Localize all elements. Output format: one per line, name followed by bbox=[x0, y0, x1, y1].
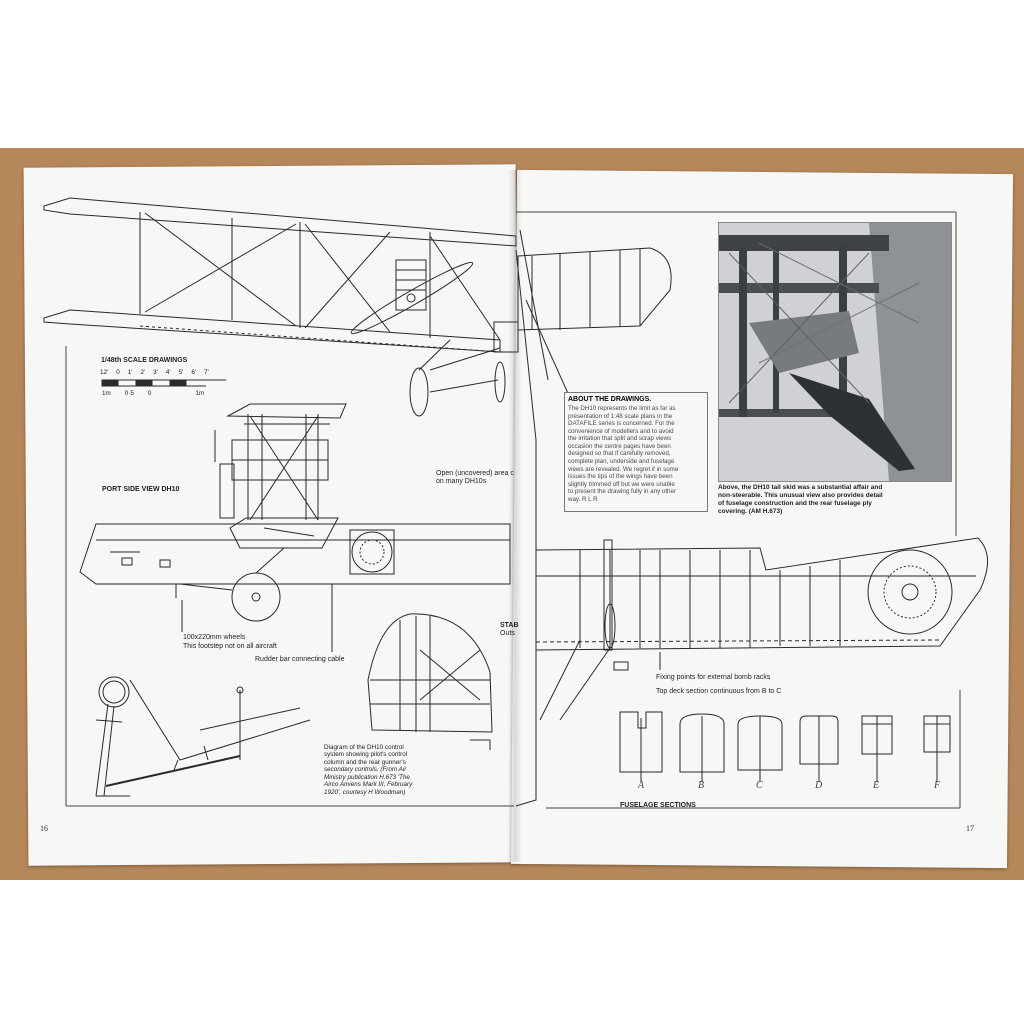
about-body: The DH10 represents the limit as far as … bbox=[568, 405, 704, 503]
caption-line: 1920', courtesy H Woodman) bbox=[324, 788, 406, 796]
caption-line: non-steerable. This unusual view also pr… bbox=[718, 491, 883, 499]
about-line: views are revealed. We regret if in some bbox=[568, 465, 679, 473]
fin-drawing bbox=[515, 229, 672, 807]
scale-label: 0 bbox=[116, 369, 120, 376]
about-drawings-box: ABOUT THE DRAWINGS. The DH10 represents … bbox=[564, 392, 708, 512]
wheels-note: 100x220mm wheels bbox=[183, 634, 246, 641]
scale-label: 3' bbox=[153, 369, 158, 376]
caption-line: column and the rear gunner's bbox=[324, 758, 406, 766]
control-diagram-caption: Diagram of the DH10 control system showi… bbox=[324, 744, 444, 796]
tailplane-plan-drawing bbox=[367, 613, 493, 750]
fuselage-sections-drawing bbox=[619, 711, 951, 782]
scale-label: 1' bbox=[127, 369, 133, 376]
rear-fuselage-side-view bbox=[535, 537, 988, 721]
scale-label: 0·5 bbox=[124, 390, 134, 397]
stab-label: STAB Outs bbox=[500, 622, 519, 639]
caption-line: secondary controls. (From Air bbox=[324, 766, 407, 774]
section-letter: D bbox=[815, 780, 823, 791]
caption-line: Ministry publication H.673 'The bbox=[324, 773, 410, 781]
scale-label: 4' bbox=[165, 369, 171, 376]
about-line: DATAFILE series is concerned. For the bbox=[568, 420, 675, 428]
caption-line: Above, the DH10 tail skid was a substant… bbox=[718, 484, 883, 491]
about-line: slightly trimmed off but we were unable bbox=[568, 480, 675, 488]
about-line: convenience of modellers and to avoid bbox=[568, 427, 674, 435]
scale-label: 7' bbox=[204, 369, 209, 376]
open-area-note: Open (uncovered) area c on many DH10s bbox=[436, 470, 514, 487]
scale-drawings-title: 1/48th SCALE DRAWINGS bbox=[101, 357, 188, 364]
port-side-view-title: PORT SIDE VIEW DH10 bbox=[102, 486, 180, 493]
scale-label: 12' bbox=[100, 369, 109, 376]
scale-feet-labels: 12' 0 1' 2' 3' 4' 5' 6' 7' bbox=[100, 369, 209, 376]
scale-bar bbox=[101, 379, 226, 387]
about-line: complete plan, underside and fuselage bbox=[568, 457, 675, 465]
section-letter: C bbox=[756, 780, 763, 791]
top-deck-note: Top deck section continuous from B to C bbox=[656, 688, 782, 695]
section-letter: A bbox=[638, 780, 645, 791]
page-number-right: 17 bbox=[966, 824, 974, 833]
about-line: to present the drawing fully in any othe… bbox=[568, 488, 677, 496]
scale-metre-labels: 1m 0·5 0 1m bbox=[102, 390, 204, 397]
caption-line: covering. (AM H.673) bbox=[718, 507, 783, 515]
about-line: presentation of 1:48 scale plans in the bbox=[568, 412, 673, 420]
section-letter: F bbox=[934, 780, 941, 791]
about-line: issues the tips of the wings have been bbox=[568, 473, 673, 481]
about-line: way. R L R bbox=[568, 495, 598, 503]
bomb-racks-note: Fixing points for external bomb racks bbox=[656, 674, 771, 681]
photo-image bbox=[719, 223, 951, 481]
note-line: on many DH10s bbox=[436, 478, 487, 486]
footstep-note: This footstep not on all aircraft bbox=[183, 643, 277, 650]
tail-skid-photo bbox=[718, 222, 952, 482]
about-line: the irritation that split and scrap view… bbox=[568, 435, 672, 443]
caption-line: of fuselage construction and the rear fu… bbox=[718, 499, 872, 507]
about-line: occasion the centre pages have been bbox=[568, 442, 671, 450]
scale-label: 1m bbox=[195, 390, 205, 397]
section-letter: E bbox=[873, 780, 880, 791]
stab-line: Outs bbox=[500, 630, 515, 638]
caption-line: Airco Amiens Mark III, February bbox=[324, 781, 413, 789]
caption-line: system showing pilot's control bbox=[324, 751, 408, 759]
rudder-bar-note: Rudder bar connecting cable bbox=[255, 656, 345, 663]
fuselage-sections-title: FUSELAGE SECTIONS bbox=[620, 802, 696, 809]
caption-line: Diagram of the DH10 control bbox=[324, 744, 404, 751]
scale-label: 6' bbox=[191, 369, 197, 376]
about-line: The DH10 represents the limit as far as bbox=[568, 405, 676, 412]
front-view-wings bbox=[43, 197, 519, 417]
about-title: ABOUT THE DRAWINGS. bbox=[568, 396, 652, 403]
scale-label: 0 bbox=[147, 390, 152, 397]
scale-label: 1m bbox=[102, 390, 111, 397]
about-line: designed so that if carefully removed, bbox=[568, 450, 671, 458]
control-system-diagram bbox=[95, 676, 311, 797]
section-letter: B bbox=[698, 780, 705, 791]
port-side-view-drawing bbox=[79, 403, 511, 652]
stab-line: STAB bbox=[500, 622, 519, 629]
scale-label: 5' bbox=[178, 369, 184, 376]
note-line: Open (uncovered) area c bbox=[436, 470, 514, 477]
photo-caption: Above, the DH10 tail skid was a substant… bbox=[718, 484, 954, 516]
page-number-left: 16 bbox=[40, 824, 48, 833]
scale-label: 2' bbox=[140, 369, 146, 376]
